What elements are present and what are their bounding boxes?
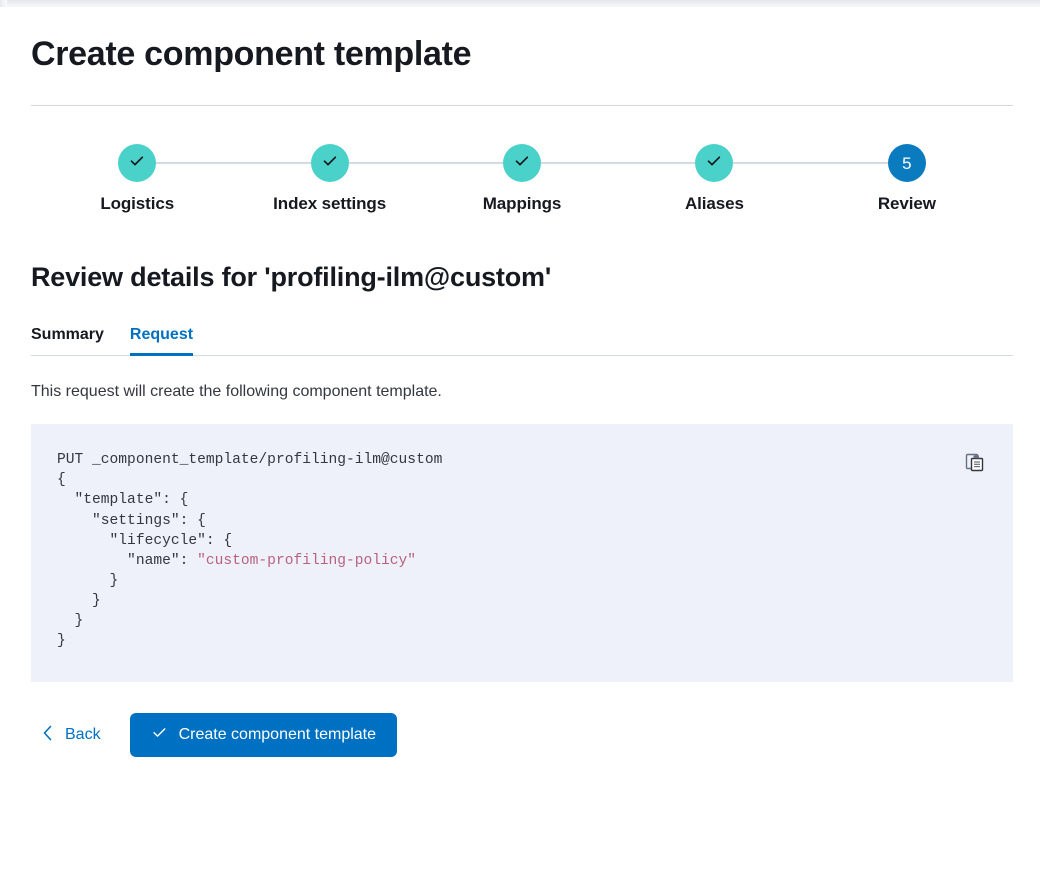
review-heading: Review details for 'profiling-ilm@custom… bbox=[31, 262, 552, 293]
code-request-line: PUT _component_template/profiling-ilm@cu… bbox=[57, 452, 443, 469]
check-icon bbox=[705, 152, 723, 175]
request-code-block: PUT _component_template/profiling-ilm@cu… bbox=[31, 424, 1013, 683]
review-tabs: Summary Request bbox=[31, 326, 1013, 357]
create-component-template-button[interactable]: Create component template bbox=[129, 713, 398, 758]
step-review[interactable]: 5 Review bbox=[811, 144, 1003, 214]
step-connector bbox=[522, 162, 715, 165]
header-divider bbox=[31, 105, 1013, 107]
step-connector bbox=[329, 162, 523, 165]
step-mappings[interactable]: Mappings bbox=[426, 144, 715, 214]
check-icon bbox=[128, 152, 146, 175]
wizard-stepper: Logistics Index settings Mappi bbox=[31, 144, 1013, 214]
code-line: } bbox=[57, 633, 66, 650]
step-label: Aliases bbox=[685, 194, 744, 214]
code-line: } bbox=[57, 572, 119, 589]
request-code[interactable]: PUT _component_template/profiling-ilm@cu… bbox=[57, 450, 1013, 651]
create-component-template-label: Create component template bbox=[178, 726, 377, 744]
code-line: "template": { bbox=[57, 492, 189, 509]
code-string-value: "custom-profiling-policy" bbox=[197, 552, 417, 569]
code-line: "settings": { bbox=[57, 512, 206, 529]
back-button-label: Back bbox=[65, 726, 101, 744]
step-status-indicator bbox=[695, 144, 734, 183]
step-connector bbox=[714, 162, 907, 165]
step-number: 5 bbox=[902, 153, 912, 173]
chevron-left-icon bbox=[41, 724, 54, 747]
request-description: This request will create the following c… bbox=[31, 383, 442, 401]
step-label: Logistics bbox=[100, 194, 175, 214]
page-title: Create component template bbox=[31, 35, 472, 73]
tab-request[interactable]: Request bbox=[129, 326, 194, 357]
step-status-indicator bbox=[503, 144, 542, 183]
step-label: Review bbox=[877, 194, 936, 214]
step-status-indicator: 5 bbox=[887, 144, 926, 183]
step-logistics[interactable]: Logistics bbox=[41, 144, 330, 214]
check-icon bbox=[513, 152, 531, 175]
step-label: Mappings bbox=[482, 194, 562, 214]
check-icon bbox=[321, 152, 339, 175]
code-line: { bbox=[57, 472, 66, 489]
step-status-indicator bbox=[118, 144, 157, 183]
code-line: "name": bbox=[57, 552, 198, 569]
back-button[interactable]: Back bbox=[31, 718, 107, 753]
step-label: Index settings bbox=[273, 194, 387, 214]
check-icon bbox=[151, 724, 168, 746]
step-aliases[interactable]: Aliases bbox=[618, 144, 907, 214]
code-line: } bbox=[57, 592, 101, 609]
copy-clipboard-icon[interactable] bbox=[963, 450, 987, 474]
create-component-template-page: Create component template Logistics bbox=[0, 7, 1040, 881]
tab-summary[interactable]: Summary bbox=[31, 326, 104, 355]
wizard-footer: Back Create component template bbox=[31, 713, 1013, 758]
step-index-settings[interactable]: Index settings bbox=[233, 144, 523, 214]
window-top-edge bbox=[0, 0, 1040, 7]
step-status-indicator bbox=[310, 144, 349, 183]
step-connector bbox=[137, 162, 330, 165]
code-line: } bbox=[57, 613, 84, 630]
code-line: "lifecycle": { bbox=[57, 532, 233, 549]
